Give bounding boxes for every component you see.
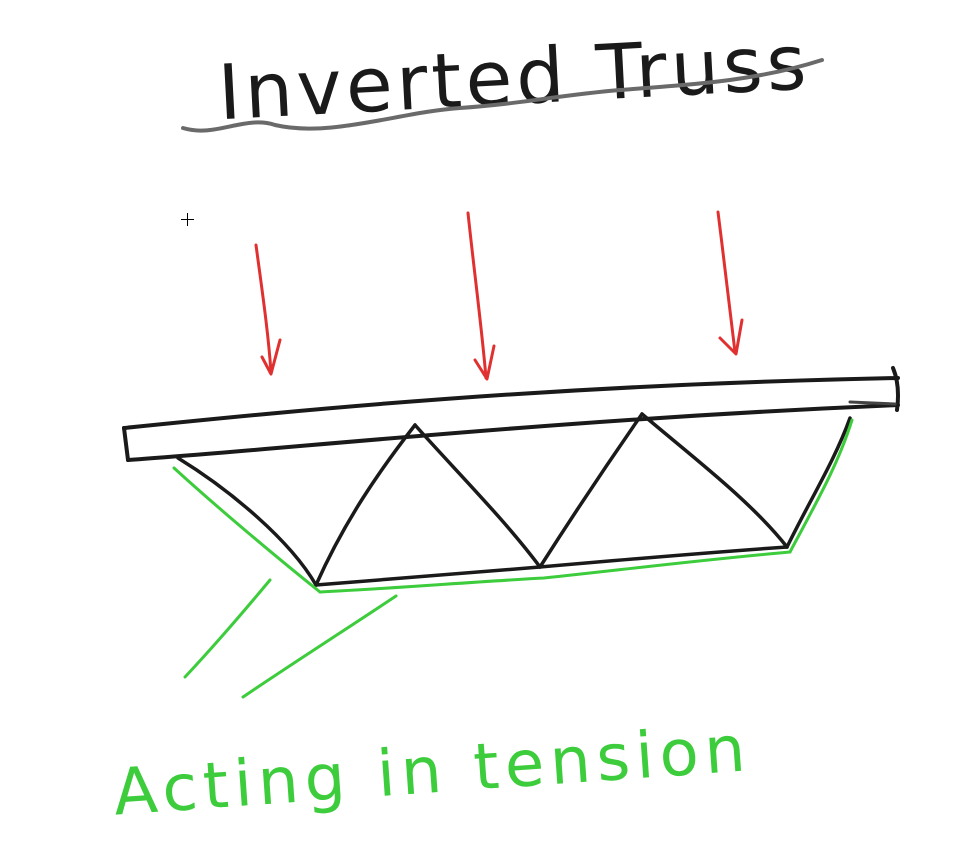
annotation-leader-lines — [183, 578, 398, 699]
truss-web — [176, 412, 852, 587]
tension-members — [172, 418, 854, 594]
crosshair-cursor-icon — [181, 213, 194, 226]
top-beam — [122, 366, 900, 462]
tension-annotation: Acting in tension — [111, 712, 753, 830]
load-arrow-middle — [466, 211, 496, 381]
title-underline — [181, 58, 824, 133]
diagram-title: Inverted Truss — [216, 17, 812, 137]
load-arrow-right — [716, 210, 744, 356]
load-arrow-left — [254, 243, 282, 376]
